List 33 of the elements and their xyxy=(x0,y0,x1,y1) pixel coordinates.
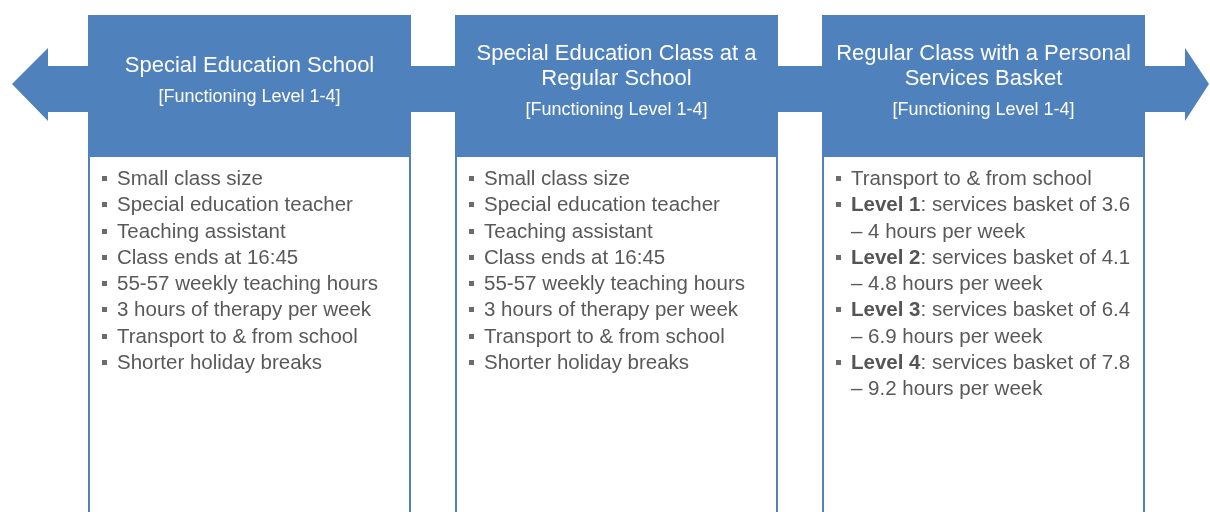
bullet-text: 55-57 weekly teaching hours xyxy=(484,270,746,297)
column-title: Regular Class with a Personal Services Basket xyxy=(835,39,1132,90)
header-box xyxy=(822,15,1145,156)
bullet-text: Special education teacher xyxy=(484,191,721,218)
column-subtitle: [Functioning Level 1-4] xyxy=(892,97,1075,120)
bullet-text: Transport to & from school xyxy=(117,322,359,349)
list-box xyxy=(455,155,778,512)
bullet-text: Level 3: services basket of 6.4 – 6.9 hours per week xyxy=(851,296,1132,349)
bullet-text: Level 4: services basket of 7.8 – 9.2 hours per week xyxy=(851,349,1132,402)
bullet-text: Shorter holiday breaks xyxy=(117,349,324,376)
header-box xyxy=(88,15,411,156)
column-title: Special Education School xyxy=(124,52,375,77)
bullet-text: 55-57 weekly teaching hours xyxy=(117,270,379,297)
list-box xyxy=(822,155,1145,512)
bullet-text: 3 hours of therapy per week xyxy=(117,296,373,323)
column-subtitle: [Functioning Level 1-4] xyxy=(158,85,341,107)
bullet-text: Teaching assistant xyxy=(117,217,287,244)
bullet-text: Shorter holiday breaks xyxy=(484,349,691,376)
bullet-text: Transport to & from school xyxy=(851,165,1093,191)
bullet-text: Special education teacher xyxy=(117,191,354,218)
bullet-text: Class ends at 16:45 xyxy=(117,243,300,270)
column-title: Special Education Class at a Regular School xyxy=(475,39,758,90)
bullet-text: Teaching assistant xyxy=(484,217,654,244)
bullet-text: Small class size xyxy=(484,165,631,191)
bullet-text: 3 hours of therapy per week xyxy=(484,296,740,323)
header-box xyxy=(455,15,778,156)
bullet-text: Class ends at 16:45 xyxy=(484,243,667,270)
list-box xyxy=(88,155,411,512)
bullet-text: Transport to & from school xyxy=(484,322,726,349)
column-subtitle: [Functioning Level 1-4] xyxy=(525,97,708,120)
bullet-text: Level 1: services basket of 3.6 – 4 hours per week xyxy=(851,191,1132,244)
bullet-text: Small class size xyxy=(117,165,264,191)
bullet-text: Level 2: services basket of 4.1 – 4.8 hours per week xyxy=(851,243,1132,297)
